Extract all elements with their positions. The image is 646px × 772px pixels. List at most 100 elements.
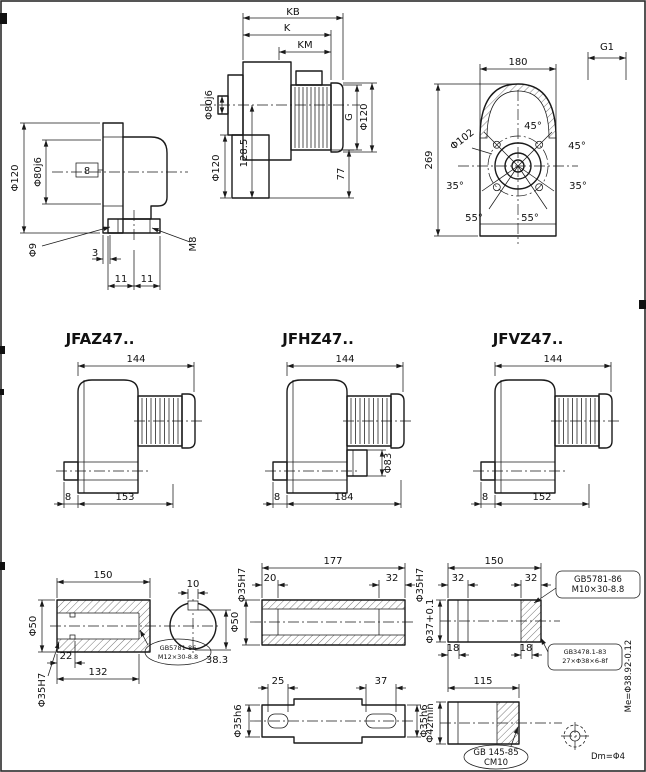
dim-keyway-10: 10 [178,579,208,599]
dim-front-dia120-left: Φ120 [211,134,231,199]
dim-label: 269 [424,150,435,169]
dim-label: Φ120 [211,155,222,182]
dim-label: 128.5 [239,139,250,168]
dim-label: 18 [520,643,533,654]
angle-label: 45° [568,141,586,152]
spline-end-icon [561,722,589,750]
dim-label: 3 [92,248,98,259]
dim-label: Φ120 [359,104,370,131]
angle-label: 45° [524,121,542,132]
dim-label: 150 [484,556,503,567]
dim-label: 184 [334,492,353,503]
dim-jfaz-bottom: 8 153 [54,482,174,508]
dim-180: 180 [479,57,557,134]
view-output-flange-side: Φ120 Φ80j6 8 Φ9 3 11 11 [10,122,199,290]
dim-label: 8 [274,492,280,503]
dim-label: 11 [115,274,128,285]
dim-label: KB [286,7,300,18]
dim-gap-3: 3 [92,235,121,264]
dim-label: KM [297,40,312,51]
dim-label: 32 [525,573,538,584]
callout-spec: 27×Φ38×6-8f [562,657,608,665]
callout-standard: GB 145-85 [473,748,518,758]
callout-center-hole: GB 145-85 CM10 [463,726,529,770]
dim-plate-thickness: 8 [75,162,103,178]
dim-through-dia50: Φ50 [230,599,260,646]
callout-type: CM10 [484,758,508,768]
dim-label: Φ35h6 [419,704,430,737]
callout-bolt: M10×30-8.8 [572,585,625,595]
view-hollow-shaft-keyed: 150 Φ50 22 132 Φ35H7 10 [28,570,231,707]
dim-label: 132 [88,667,107,678]
dim-label: M8 [188,237,199,252]
dim-label: 144 [543,354,562,365]
dim-177: 177 [261,556,406,598]
angle-label: 55° [465,213,483,224]
dim-label: G [344,113,355,121]
keyway-right [365,713,397,729]
dim-label: Φ80j6 [33,157,44,187]
dim-dia42: Φ42min [425,701,446,745]
dim-dia37: Φ37+0.1 [425,599,446,643]
dim-label: Φ50 [230,612,241,633]
dim-37: 37 [356,676,406,712]
view-spline-shaft: 150 32 32 Φ37+0.1 18 1 [425,556,641,770]
dim-jfhz-144: 144 [286,354,404,392]
callout-bolt-m10: GB5781-86 M10×30-8.8 [533,570,641,604]
dim-label: 25 [272,676,285,687]
view-jfaz: 144 8 153 [54,354,203,508]
dim-label: 115 [473,676,492,687]
dim-label: 77 [336,168,347,181]
dim-label: 18 [447,643,460,654]
callout-standard: GB5781-86 [160,644,197,652]
dim-bore-dia: Φ35H7 [37,641,60,707]
dim-jfaz-144: 144 [77,354,195,392]
dim-label: K [284,23,291,34]
dim-label: 177 [323,556,342,567]
callout-standard: GB3478.1-83 [564,648,607,656]
view-gearmotor-front: KB K KM Φ80j6 Φ120 128.5 77 [200,7,377,199]
dim-label: Φ35H7 [237,568,248,602]
dim-label: Φ35H7 [415,568,426,602]
dim-32-left: 32 [438,573,478,598]
dim-label: 37 [375,676,388,687]
dim-25: 25 [258,676,298,712]
callout-spline-standard: GB3478.1-83 27×Φ38×6-8f [540,637,623,671]
dim-label: Φ35h6 [233,704,244,737]
dim-32: 32 [369,573,415,598]
dim-g: G [343,84,362,151]
dim-label: Φ83 [383,453,394,474]
callout-standard: GB5781-86 [574,575,622,585]
model-title-jfhz: JFHZ47.. [281,330,354,348]
shrink-disc-cover [346,449,368,477]
angle-label: 55° [521,213,539,224]
dim-label: Me=Φ38.92-0.12 [624,640,634,713]
keyway-left [267,713,289,729]
dim-label: Φ50 [28,616,39,637]
dim-g1: G1 [587,42,627,80]
dim-115: 115 [447,676,520,698]
dim-label: Φ80j6 [204,90,215,120]
dim-label: 150 [93,570,112,581]
dim-label: 8 [65,492,71,503]
dim-k: K [242,23,332,80]
model-title-jfaz: JFAZ47.. [65,330,135,348]
dim-32-right: 32 [511,573,551,598]
dim-18-left: 18 [438,643,469,692]
dim-km: KM [278,40,332,60]
view-jfvz: 144 8 152 [471,354,620,508]
dim-jfhz-dia83: Φ83 [367,449,394,477]
callout-bolt: M12×30-8.8 [158,653,198,661]
dim-label: 11 [141,274,154,285]
dim-tap-m8: M8 [151,227,199,252]
dim-269: 269 [424,83,514,237]
dim-jfvz-bottom: 8 152 [471,482,590,508]
dim-label: Φ42min [425,703,436,742]
dim-jfhz-bottom: 8 184 [263,480,402,508]
scan-artifacts [0,13,646,570]
dim-label: 144 [126,354,145,365]
dim-end-right: Φ35h6 [407,704,430,738]
dim-label: 153 [115,492,134,503]
